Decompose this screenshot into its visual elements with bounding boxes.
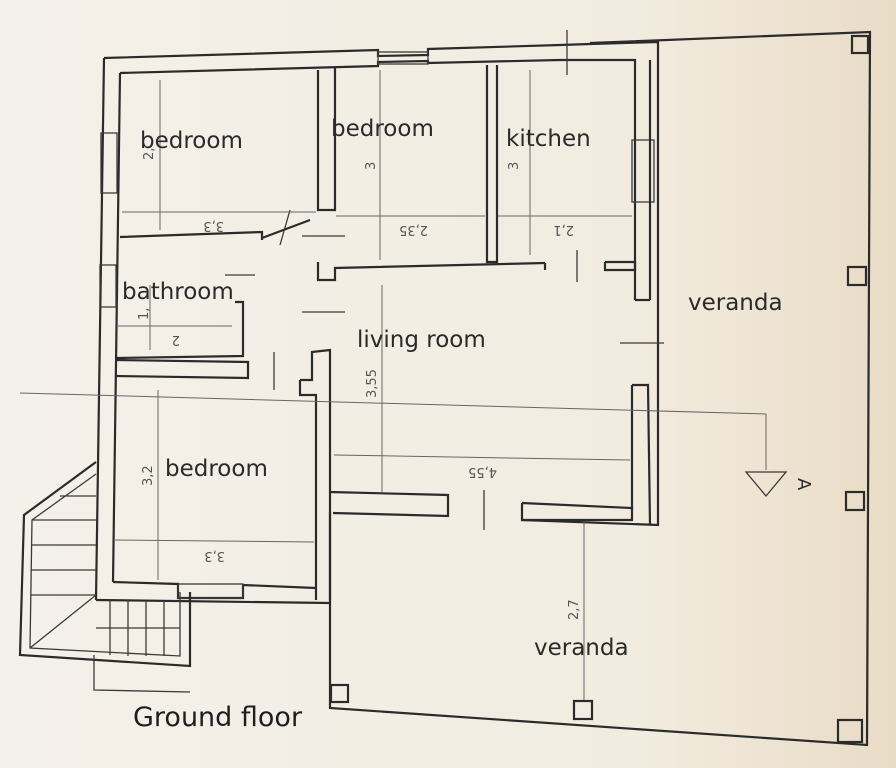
room-label-bedroom-top-mid: bedroom <box>331 116 434 142</box>
veranda-post <box>846 265 868 287</box>
dim-label: 4,55 <box>468 464 497 479</box>
wall <box>298 380 318 600</box>
bathroom-wall <box>115 300 245 360</box>
dim-label: 2 <box>172 332 180 347</box>
dim-label: 1, <box>137 308 152 320</box>
wall <box>520 501 634 522</box>
room-label-bedroom-bottom: bedroom <box>165 456 268 482</box>
partition-wall <box>485 65 499 264</box>
veranda-outer-boundary <box>328 30 872 747</box>
dim-label: 3 <box>364 162 379 170</box>
bathroom-wall <box>115 358 250 380</box>
veranda-post <box>850 34 870 55</box>
house-left-wall <box>94 57 106 601</box>
room-label-veranda-bottom: veranda <box>534 635 629 661</box>
room-label-veranda-right: veranda <box>688 290 783 316</box>
window <box>177 583 244 599</box>
room-label-bathroom: bathroom <box>122 279 234 305</box>
dim-label: 2,1 <box>553 222 574 237</box>
window <box>99 264 117 308</box>
room-label-bedroom-top-left: bedroom <box>140 128 243 154</box>
wall <box>632 383 652 526</box>
dimension-line <box>333 454 631 461</box>
section-arrow-icon <box>744 471 788 498</box>
stair-base <box>93 655 191 693</box>
wall <box>329 490 450 518</box>
section-line <box>19 392 767 415</box>
window <box>631 139 655 203</box>
section-marker: A <box>793 478 814 491</box>
partition-wall <box>316 261 546 282</box>
dim-label: 2, <box>142 148 157 160</box>
dim-label: 2,7 <box>567 599 582 620</box>
dim-label: 2,35 <box>399 222 428 237</box>
wall <box>603 260 637 272</box>
window <box>377 51 429 65</box>
door-mark <box>279 209 291 246</box>
plan-caption: Ground floor <box>133 702 303 733</box>
staircase-outline <box>18 461 192 668</box>
house-bottom-wall <box>95 598 331 605</box>
window <box>100 132 118 194</box>
room-label-kitchen: kitchen <box>506 126 591 152</box>
partition-wall <box>316 68 337 212</box>
door-swing <box>261 218 311 240</box>
veranda-post <box>572 699 594 721</box>
dim-label: 3,3 <box>203 218 224 233</box>
dim-label: 3,2 <box>141 465 156 486</box>
veranda-post <box>844 490 866 512</box>
room-label-living-room: living room <box>357 327 486 353</box>
dim-label: 3,3 <box>204 548 225 563</box>
dimension-line <box>114 539 315 543</box>
wall <box>300 348 332 600</box>
dim-label: 3,55 <box>365 369 380 398</box>
veranda-post <box>329 683 350 704</box>
house-left-wall-inner <box>111 72 122 583</box>
dim-label: 3 <box>507 162 522 170</box>
veranda-post <box>836 718 864 744</box>
stair-landing <box>29 594 97 649</box>
